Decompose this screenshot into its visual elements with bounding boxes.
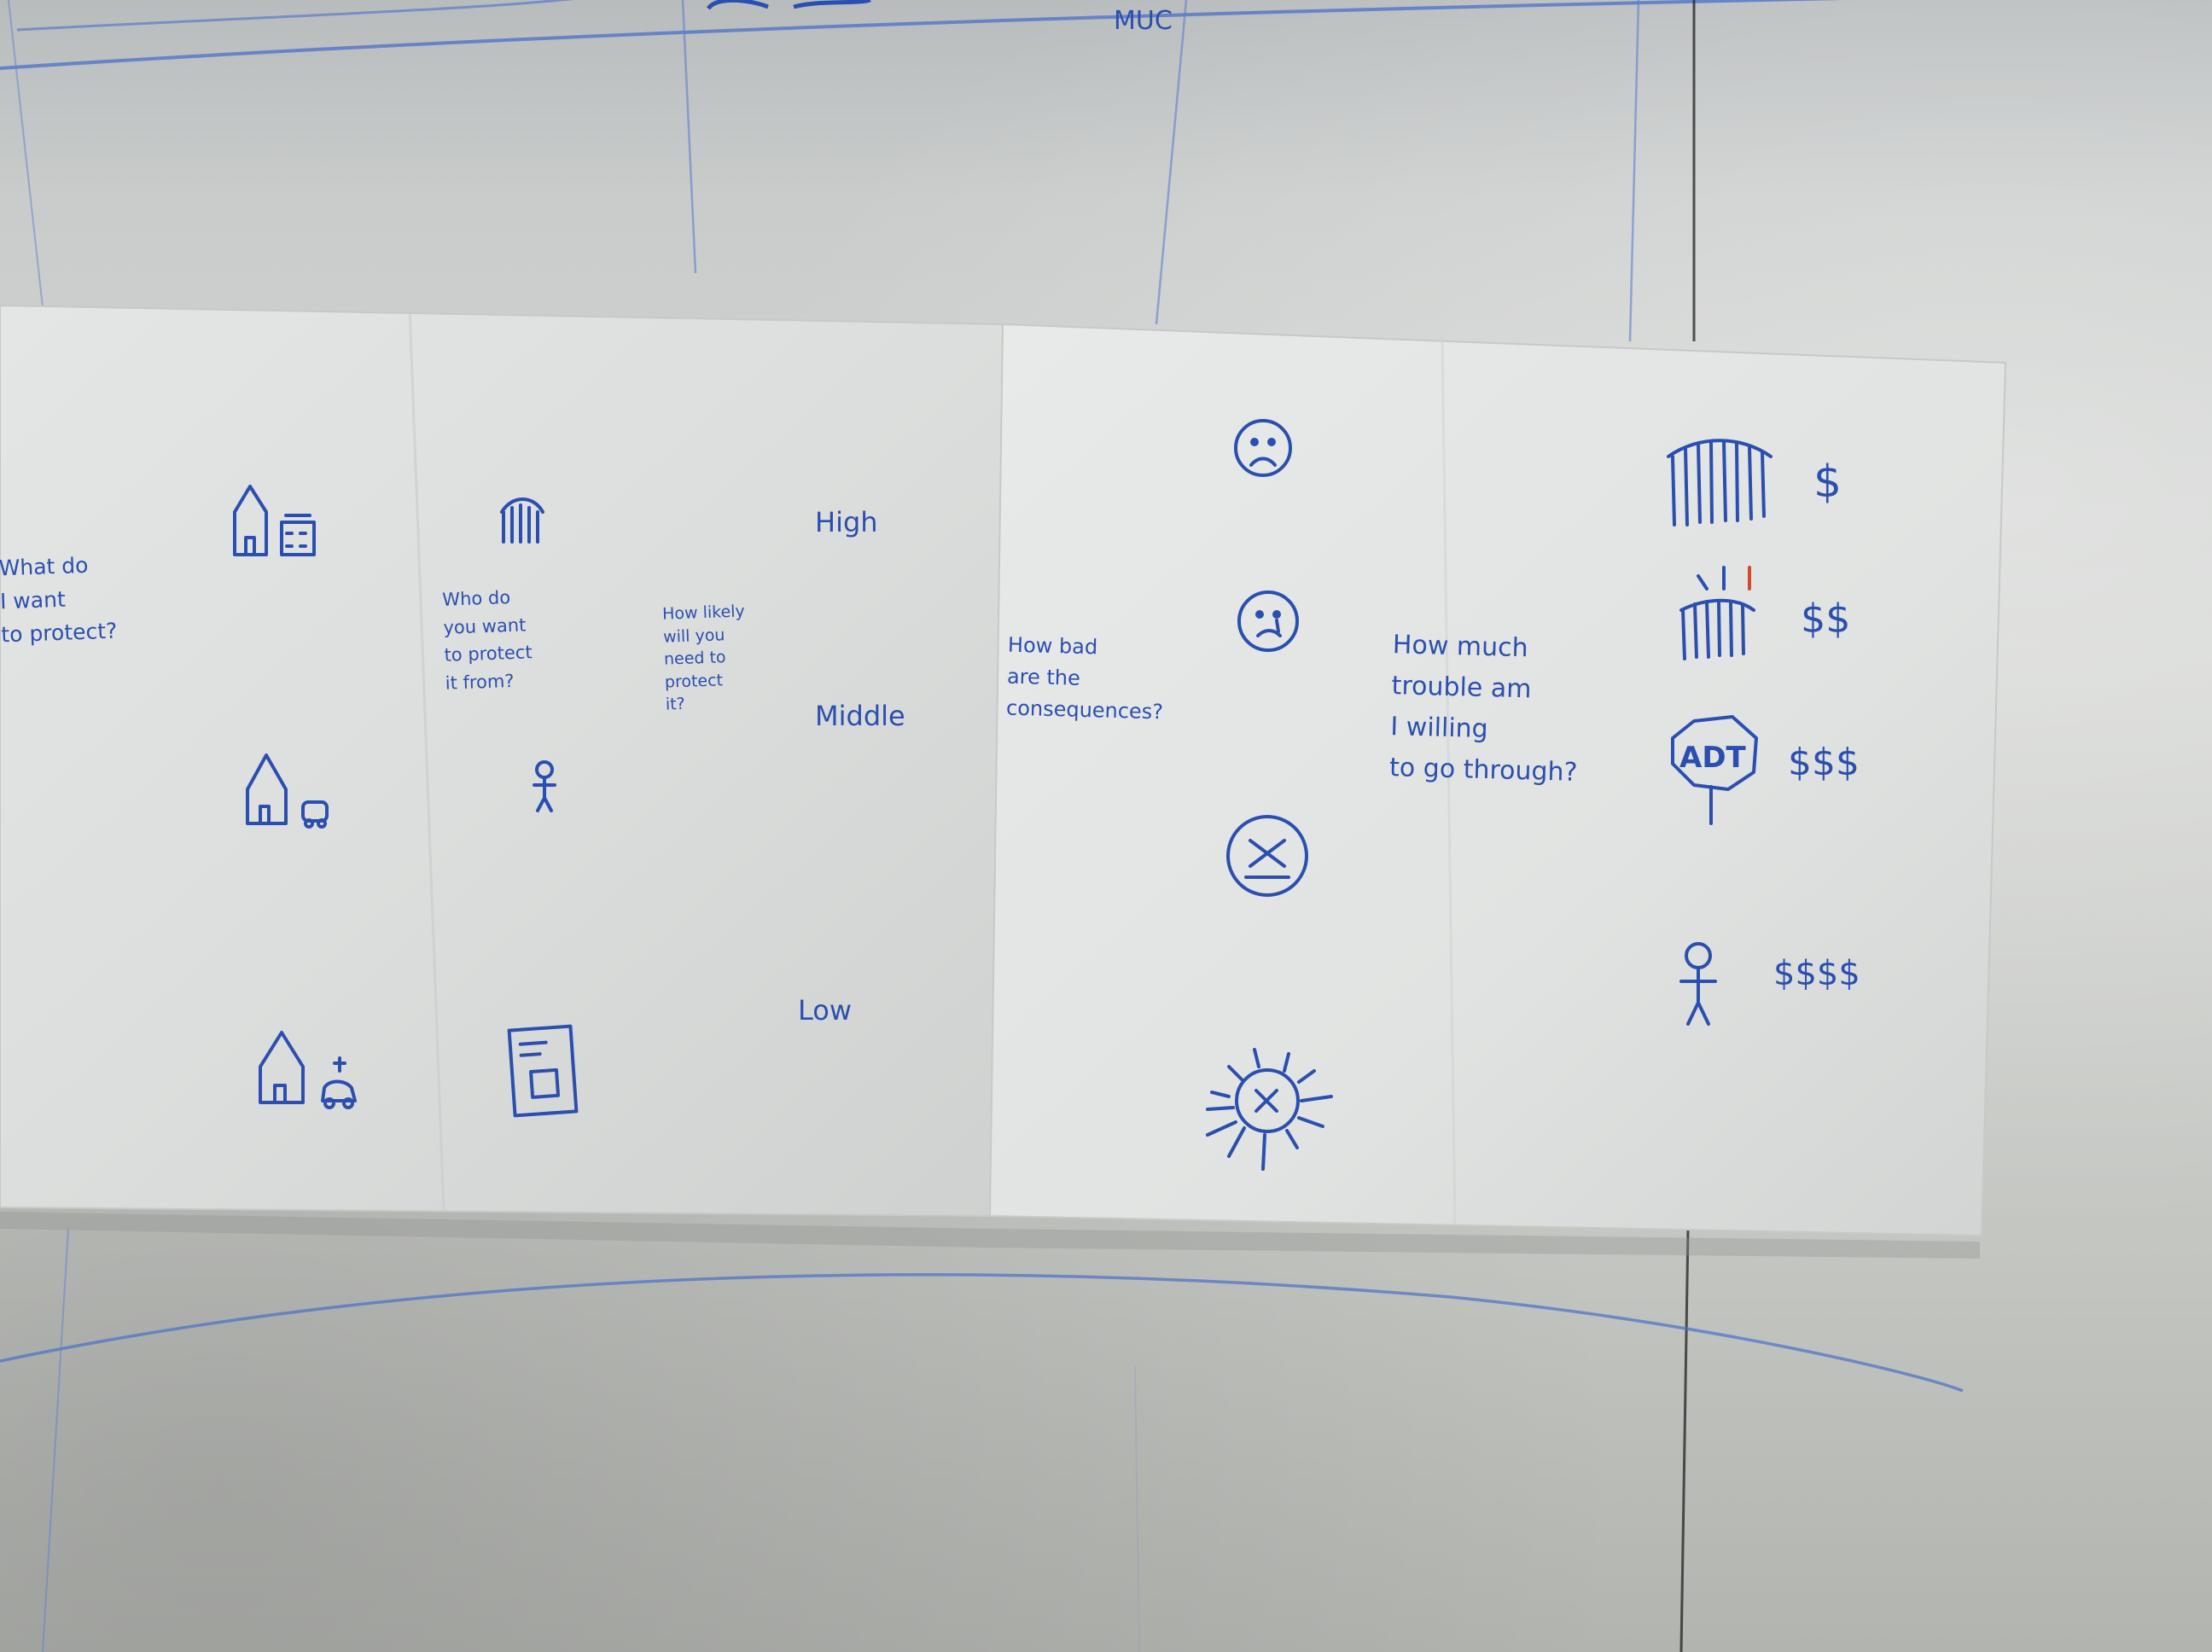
right-paper <box>988 323 2007 1237</box>
dead-face-icon <box>1226 815 1308 897</box>
crying-face-icon <box>1237 590 1299 652</box>
question-what-to-protect: What do I want to protect? <box>0 552 118 647</box>
security-sign-label: ADT <box>1679 741 1746 775</box>
level-middle-label: Middle <box>815 700 905 732</box>
guard-stick-figure-icon <box>1679 942 1717 1026</box>
frown-face-icon <box>1234 419 1292 477</box>
cost-level-3: $$$ <box>1788 741 1860 784</box>
security-sign-icon <box>1671 715 1758 825</box>
cost-level-2: $$ <box>1801 596 1851 642</box>
question-how-likely: How likely will you need to protect it? <box>661 602 746 715</box>
top-partial-text: MUC <box>1114 6 1173 36</box>
fence-icon <box>500 497 544 544</box>
document-icon <box>507 1024 579 1118</box>
level-low-label: Low <box>798 994 853 1027</box>
question-how-much-trouble: How much trouble am I willing to go thro… <box>1388 630 1578 788</box>
explosion-face-icon <box>1206 1048 1333 1171</box>
question-who-from: Who do you want to protect it from? <box>441 587 533 694</box>
tall-fence-icon <box>1667 439 1773 526</box>
fence-with-figures-icon <box>1679 566 1755 660</box>
left-paper <box>0 304 1004 1218</box>
house-with-bike-icon <box>246 753 329 829</box>
level-high-label: High <box>815 506 878 538</box>
question-how-bad: How bad are the consequences? <box>1005 632 1164 724</box>
house-with-buildings-icon <box>233 485 316 556</box>
stick-figure-small-icon <box>533 760 556 812</box>
cost-level-4: $$$$ <box>1773 954 1860 993</box>
cost-level-1: $ <box>1813 457 1842 508</box>
house-with-car-icon <box>259 1031 357 1109</box>
